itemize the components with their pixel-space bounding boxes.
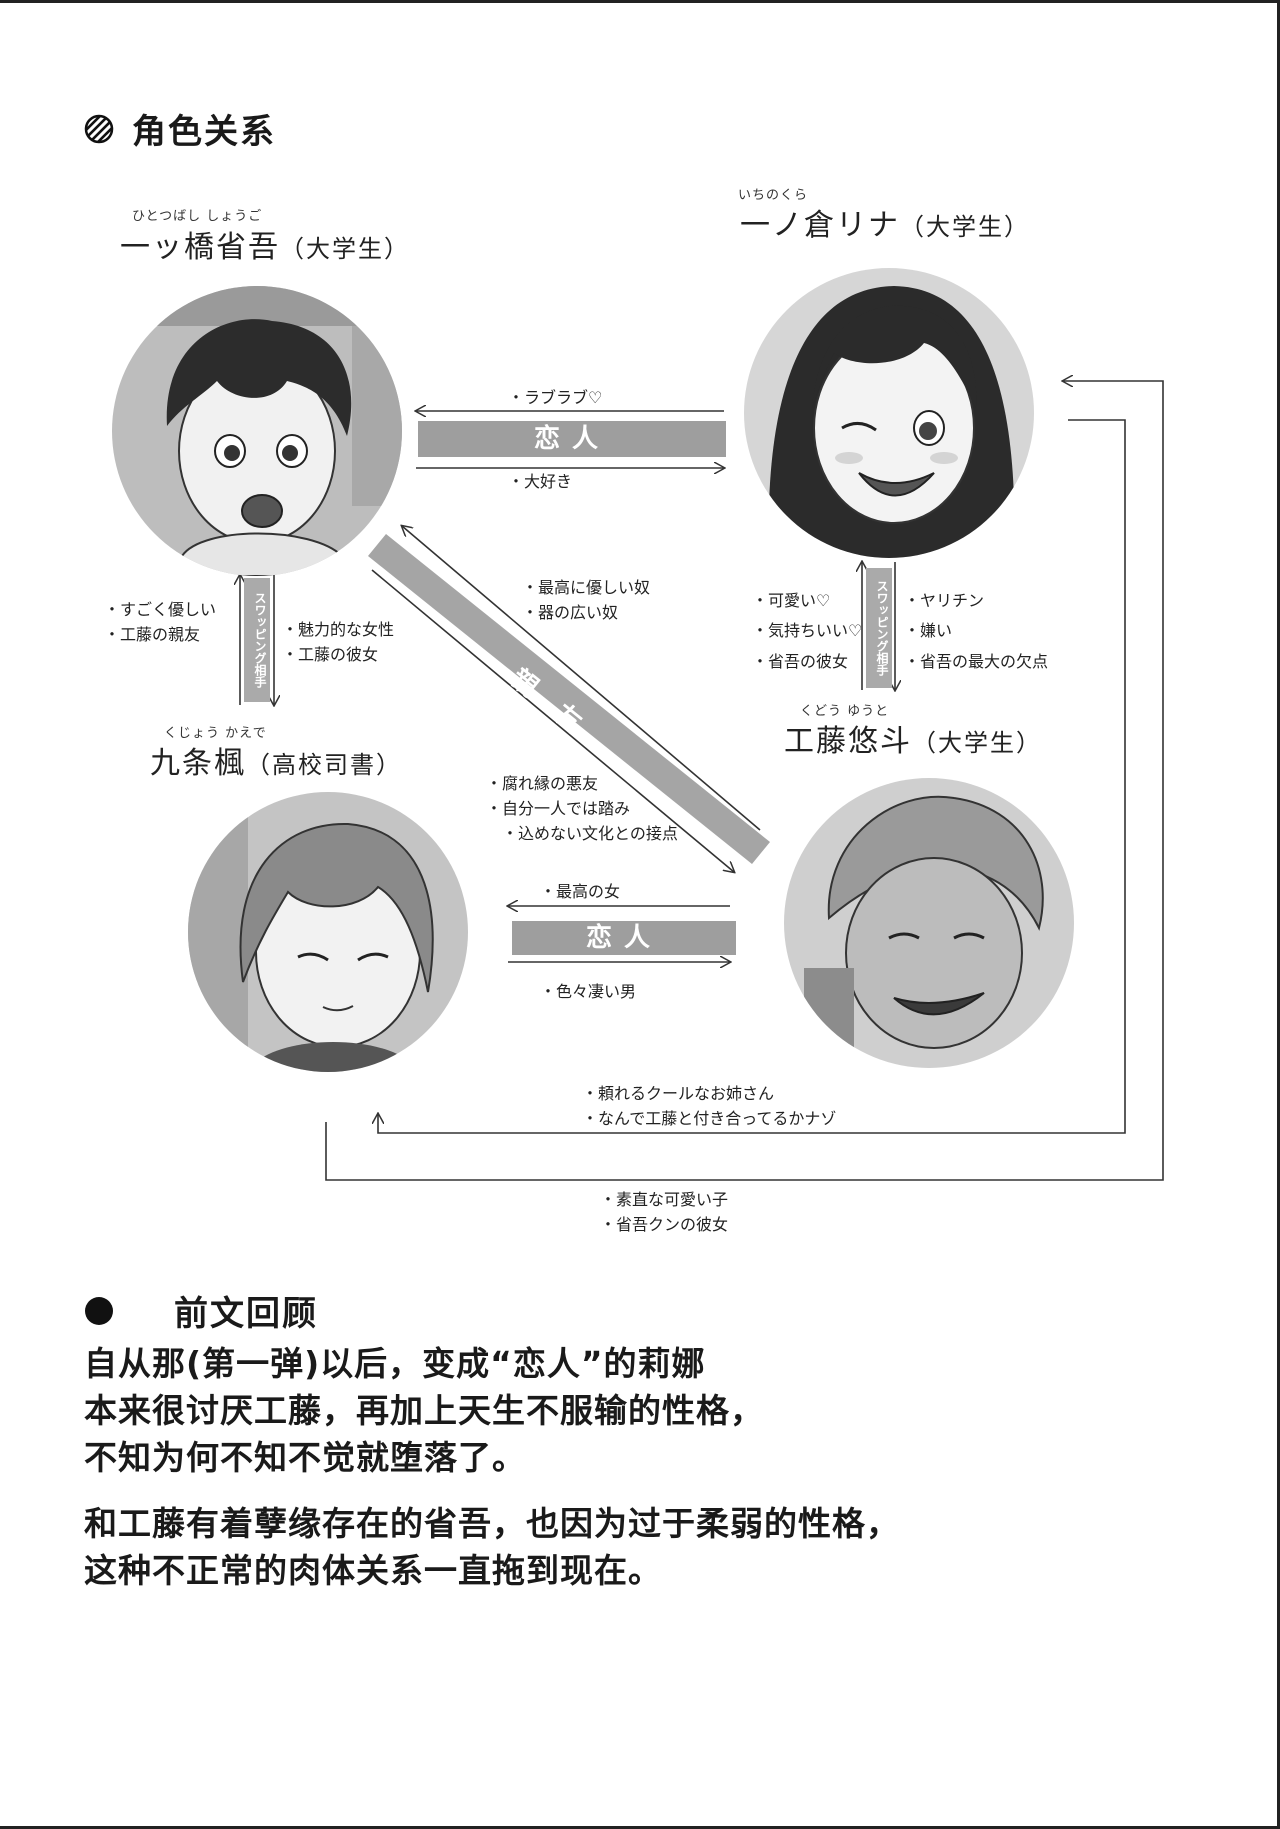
note-yuto-to-kaede: 最高の女 (540, 880, 620, 905)
note-shogo-to-rina: 大好き (508, 470, 572, 495)
recap-heading: 前文回顾 (84, 1286, 318, 1335)
shogo-name-label: 一ッ橋省吾（大学生） (120, 222, 410, 266)
page-border-bottom (0, 1826, 1280, 1829)
note-line: 器の広い奴 (522, 601, 650, 626)
kaede-name-label: 九条楓（高校司書） (150, 738, 402, 782)
note-line: ラブラブ♡ (508, 386, 602, 411)
portrait-kaede (188, 792, 468, 1072)
note-line: 色々凄い男 (540, 980, 636, 1005)
note-rina-to-kaede: 頼れるクールなお姉さん なんで工藤と付き合ってるかナゾ (582, 1082, 836, 1132)
striped-bullet-icon (84, 114, 114, 143)
swap-band-left: スワッピング相手 (244, 578, 270, 702)
note-kaede-to-shogo: すごく優しい 工藤の親友 (104, 598, 216, 648)
note-line: 最高の女 (540, 880, 620, 905)
note-line: 可愛い♡ (752, 586, 862, 616)
portrait-shogo (112, 286, 402, 576)
yuto-ruby: くどう ゆうと (800, 704, 890, 719)
note-rina-to-yuto: ヤリチン 嫌い 省吾の最大の欠点 (904, 586, 1048, 677)
note-line: すごく優しい (104, 598, 216, 623)
yuto-name-label: 工藤悠斗（大学生） (784, 716, 1042, 760)
note-line: 素直な可愛い子 (600, 1188, 728, 1213)
note-kaede-to-rina: 素直な可愛い子 省吾クンの彼女 (600, 1188, 728, 1238)
note-line: 省吾の彼女 (752, 647, 862, 677)
recap-paragraph-2: 和工藤有着孽缘存在的省吾，也因为过于柔弱的性格， 这种不正常的肉体关系一直拖到现… (84, 1500, 900, 1594)
recap-line: 和工藤有着孽缘存在的省吾，也因为过于柔弱的性格， (84, 1504, 900, 1543)
note-line: 最高に優しい奴 (522, 576, 650, 601)
lovers-band-bottom: 恋人 (512, 921, 736, 955)
note-line: 頼れるクールなお姉さん (582, 1082, 836, 1107)
rina-name: 一ノ倉リナ (740, 208, 900, 243)
yuto-name: 工藤悠斗 (784, 724, 912, 759)
note-yuto-to-shogo: 最高に優しい奴 器の広い奴 (522, 576, 650, 626)
note-line: 工藤の親友 (104, 623, 216, 648)
note-line: ヤリチン (904, 586, 1048, 616)
note-yuto-to-rina: 可愛い♡ 気持ちいい♡ 省吾の彼女 (752, 586, 862, 677)
shogo-ruby: ひとつばし しょうご (132, 209, 263, 224)
rina-role: （大学生） (900, 213, 1030, 241)
recap-line: 本来很讨厌工藤，再加上天生不服输的性格， (84, 1391, 764, 1430)
recap-title: 前文回顾 (174, 1294, 318, 1334)
arrow-kaede-to-rina (325, 381, 1164, 1181)
rina-ruby: いちのくら (738, 188, 809, 203)
note-line: 省吾クンの彼女 (600, 1213, 728, 1238)
kaede-name: 九条楓 (150, 746, 246, 781)
note-line: なんで工藤と付き合ってるかナゾ (582, 1107, 836, 1132)
note-line: 嫌い (904, 616, 1048, 646)
recap-paragraph-1: 自从那(第一弹)以后，变成“恋人”的莉娜 本来很讨厌工藤，再加上天生不服输的性格… (84, 1340, 764, 1481)
filled-bullet-icon (85, 1296, 113, 1325)
page-border-right (1277, 0, 1280, 1829)
note-rina-to-shogo: ラブラブ♡ (508, 386, 602, 411)
section-title: 角色关系 (132, 112, 276, 152)
rina-name-label: 一ノ倉リナ（大学生） (740, 200, 1030, 244)
recap-line: 自从那(第一弹)以后，变成“恋人”的莉娜 (84, 1344, 706, 1383)
note-line: 大好き (508, 470, 572, 495)
swap-band-right: スワッピング相手 (866, 568, 892, 688)
note-line: 腐れ縁の悪友 (486, 772, 678, 797)
note-line: 込めない文化との接点 (486, 822, 678, 847)
arrow-yuto-to-shogo (402, 526, 761, 831)
kaede-role: （高校司書） (246, 751, 402, 779)
portrait-yuto (784, 778, 1074, 1068)
portrait-rina (744, 268, 1034, 558)
note-line: 工藤の彼女 (282, 643, 394, 668)
section-heading: 角色关系 (84, 104, 276, 153)
note-line: 気持ちいい♡ (752, 616, 862, 646)
kaede-ruby: くじょう かえで (164, 726, 267, 741)
note-line: 省吾の最大の欠点 (904, 647, 1048, 677)
page-border-top (0, 0, 1280, 3)
shogo-role: （大学生） (280, 235, 410, 263)
recap-line: 这种不正常的肉体关系一直拖到现在。 (84, 1551, 662, 1590)
note-shogo-to-kaede: 魅力的な女性 工藤の彼女 (282, 618, 394, 668)
shogo-name: 一ッ橋省吾 (120, 230, 280, 265)
note-shogo-to-yuto: 腐れ縁の悪友 自分一人では踏み 込めない文化との接点 (486, 772, 678, 846)
yuto-role: （大学生） (912, 729, 1042, 757)
note-line: 魅力的な女性 (282, 618, 394, 643)
lovers-band-top: 恋人 (418, 421, 726, 457)
note-line: 自分一人では踏み (486, 797, 678, 822)
arrow-rina-to-kaede (378, 419, 1126, 1134)
note-kaede-to-yuto: 色々凄い男 (540, 980, 636, 1005)
recap-line: 不知为何不知不觉就堕落了。 (84, 1438, 526, 1477)
